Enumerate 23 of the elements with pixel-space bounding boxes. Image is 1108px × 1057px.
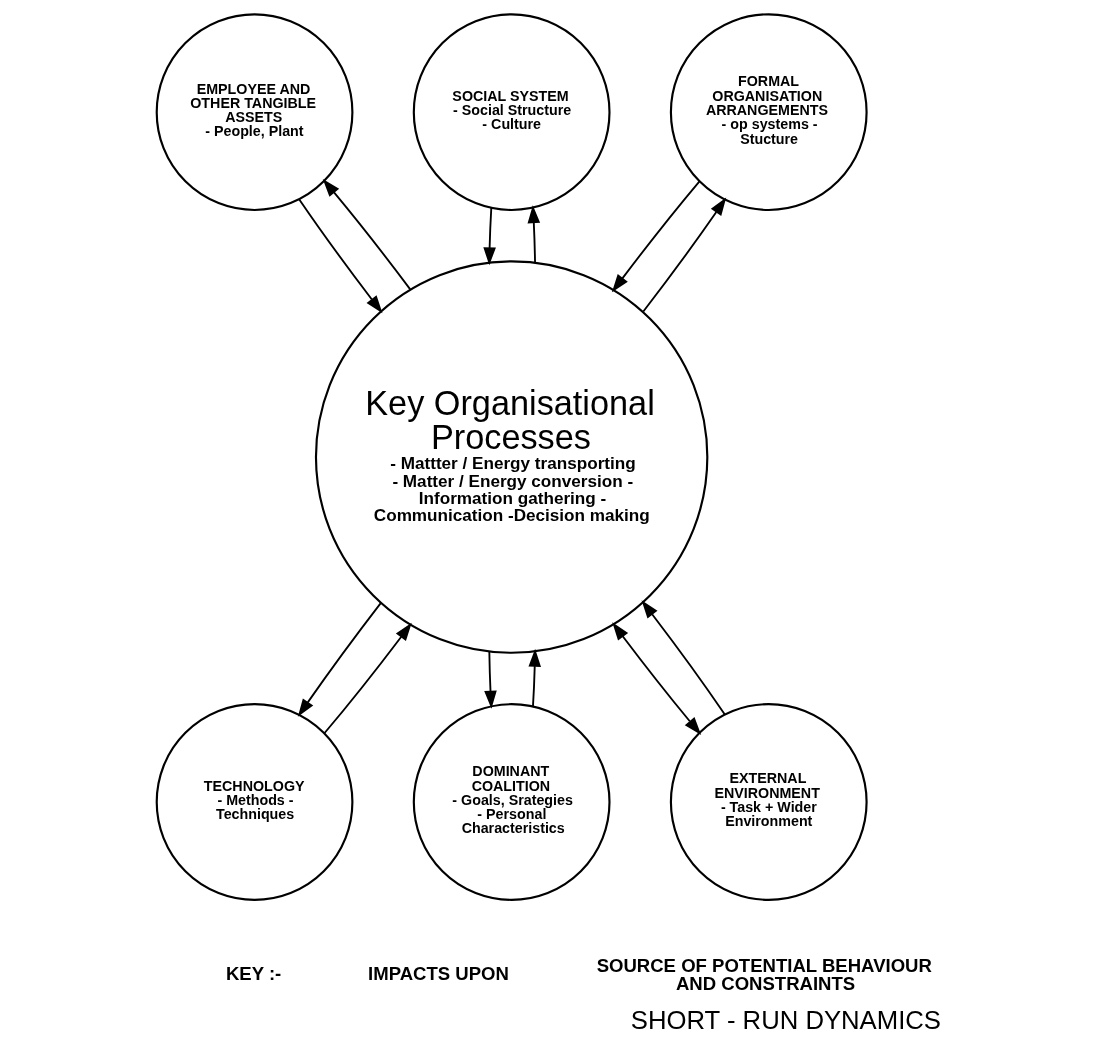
node-circle: SOCIAL SYSTEM - Social Structure - Culture	[412, 13, 611, 212]
node-circle: FORMAL ORGANISATION ARRANGEMENTS - op systems - Stucture	[669, 13, 868, 212]
arrow	[297, 602, 382, 717]
arrow	[482, 207, 496, 266]
arrow	[323, 622, 412, 734]
arrow	[527, 648, 541, 708]
arrow	[483, 650, 497, 709]
arrow	[527, 205, 540, 264]
node-circle: EMPLOYEE AND OTHER TANGIBLE ASSETS - People, Plant	[155, 13, 353, 212]
diagram-title: SHORT - RUN DYNAMICS	[630, 1005, 941, 1034]
node-circle: DOMINANT COALITION - Goals, Srategies - Personal Characteristics	[412, 703, 611, 901]
legend-label: SOURCE OF POTENTIAL BEHAVIOUR AND CONSTRAINTS	[596, 954, 932, 995]
legend-label: IMPACTS UPON	[367, 963, 509, 985]
node-circle: EXTERNAL ENVIRONMENT - Task + Wider Environment	[669, 703, 868, 901]
node-circle: TECHNOLOGY - Methods - Techniques	[155, 703, 353, 901]
arrow	[611, 180, 700, 293]
arrow	[322, 179, 411, 291]
arrow	[297, 198, 382, 314]
arrow	[611, 622, 701, 735]
arrow	[641, 197, 726, 313]
node-circle: Key Organisational Processes - Mattter / Energy transporting - Matter / Energy conversion - Information gathering - Communication -Decision making	[314, 260, 708, 654]
label: KEY :-	[225, 963, 281, 985]
arrow	[641, 600, 726, 716]
